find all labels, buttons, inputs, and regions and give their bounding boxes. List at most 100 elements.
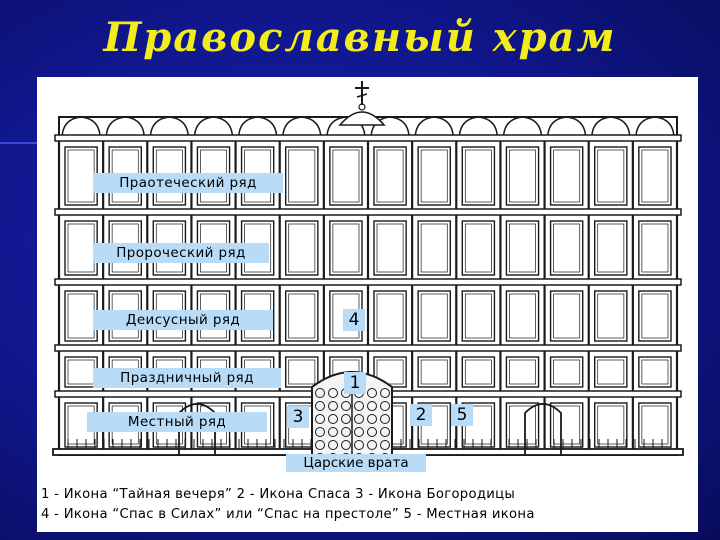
icon-inner-frame xyxy=(332,223,360,273)
icon-inner-frame xyxy=(597,149,625,203)
top-arch xyxy=(61,116,101,140)
legend-line-2: 4 - Икона “Спас в Силах” или “Спас на пр… xyxy=(41,507,535,522)
icon-frame xyxy=(285,146,319,206)
icon-inner-frame xyxy=(464,149,492,203)
icon-inner-frame xyxy=(597,293,625,339)
icon-frame xyxy=(594,146,628,206)
icon-frame xyxy=(373,146,407,206)
gates-ornament xyxy=(315,427,325,437)
gates-ornament xyxy=(315,440,325,450)
side-door-arch xyxy=(524,403,562,455)
icon-inner-frame xyxy=(553,293,581,339)
gates-ornament xyxy=(367,427,377,437)
icon-inner-frame xyxy=(509,293,536,339)
row-label-prophets: Пророческий ряд xyxy=(93,243,269,263)
icon-inner-frame xyxy=(376,293,404,339)
royal-gates-label: Царские врата xyxy=(286,454,426,472)
gates-ornament xyxy=(354,401,364,411)
icon-frame xyxy=(285,356,319,388)
icon-inner-frame xyxy=(641,405,669,445)
icon-inner-frame xyxy=(420,223,448,273)
gates-ornament xyxy=(341,440,351,450)
icon-frame xyxy=(461,356,496,388)
icon-frame xyxy=(505,146,540,206)
icon-frame xyxy=(461,290,496,342)
gates-ornament xyxy=(367,440,377,450)
gates-ornament xyxy=(341,427,351,437)
icon-inner-frame xyxy=(376,223,404,273)
gates-ornament xyxy=(315,414,325,424)
icon-frame xyxy=(594,290,628,342)
icon-frame xyxy=(329,146,363,206)
gates-ornament xyxy=(354,427,364,437)
top-arch xyxy=(635,116,675,140)
icon-inner-frame xyxy=(509,405,536,445)
tier-cornice xyxy=(54,278,682,286)
marker-2: 2 xyxy=(410,404,432,426)
icon-frame xyxy=(638,356,672,388)
tier-cornice xyxy=(54,134,682,142)
top-arch xyxy=(370,116,410,140)
top-arch xyxy=(193,116,234,140)
cross-foot xyxy=(356,93,368,98)
icon-frame xyxy=(285,220,319,276)
icon-frame xyxy=(461,220,496,276)
icon-inner-frame xyxy=(597,359,625,385)
top-arch xyxy=(502,116,543,140)
icon-inner-frame xyxy=(420,293,448,339)
legend-line-1: 1 - Икона “Тайная вечеря” 2 - Икона Спас… xyxy=(41,487,516,502)
gates-ornament xyxy=(341,414,351,424)
gates-ornament xyxy=(328,440,338,450)
icon-frame xyxy=(505,290,540,342)
icon-inner-frame xyxy=(553,405,581,445)
icon-frame xyxy=(505,402,540,448)
top-arch xyxy=(237,116,278,140)
icon-frame xyxy=(549,146,584,206)
slide-title: Православный храм xyxy=(103,14,617,61)
icon-inner-frame xyxy=(332,149,360,203)
gates-ornament xyxy=(367,388,377,398)
icon-inner-frame xyxy=(641,149,669,203)
icon-frame xyxy=(638,290,672,342)
icon-inner-frame xyxy=(553,149,581,203)
icon-frame xyxy=(285,290,319,342)
icon-inner-frame xyxy=(420,359,448,385)
gates-ornament xyxy=(341,401,351,411)
icon-frame xyxy=(461,146,496,206)
top-arch xyxy=(590,116,631,140)
row-label-deesis: Деисусный ряд xyxy=(93,310,273,330)
icon-inner-frame xyxy=(376,149,404,203)
gates-ornament xyxy=(328,414,338,424)
top-arch xyxy=(414,116,455,140)
gates-ornament xyxy=(354,414,364,424)
icon-inner-frame xyxy=(597,405,625,445)
icon-frame xyxy=(505,356,540,388)
icon-frame xyxy=(594,220,628,276)
top-arch xyxy=(326,116,366,140)
icon-frame xyxy=(329,220,363,276)
top-arch xyxy=(149,116,190,140)
gates-ornament xyxy=(315,388,325,398)
tier-cornice xyxy=(54,208,682,216)
icon-inner-frame xyxy=(509,149,536,203)
gates-ornament xyxy=(380,414,390,424)
marker-4: 4 xyxy=(343,309,365,331)
top-arch xyxy=(458,116,499,140)
marker-5: 5 xyxy=(451,404,473,426)
top-arch xyxy=(281,116,322,140)
icon-frame xyxy=(549,356,584,388)
icon-frame xyxy=(638,402,672,448)
icon-inner-frame xyxy=(67,293,95,339)
icon-frame xyxy=(417,220,451,276)
cross-orb xyxy=(358,103,366,111)
icon-frame xyxy=(549,290,584,342)
gates-ornament xyxy=(380,401,390,411)
gates-ornament xyxy=(328,427,338,437)
icon-frame xyxy=(417,356,451,388)
icon-frame xyxy=(594,402,628,448)
icon-inner-frame xyxy=(641,359,669,385)
icon-frame xyxy=(638,220,672,276)
icon-inner-frame xyxy=(464,359,492,385)
row-label-forefathers: Праотеческий ряд xyxy=(93,173,283,193)
icon-frame xyxy=(417,290,451,342)
